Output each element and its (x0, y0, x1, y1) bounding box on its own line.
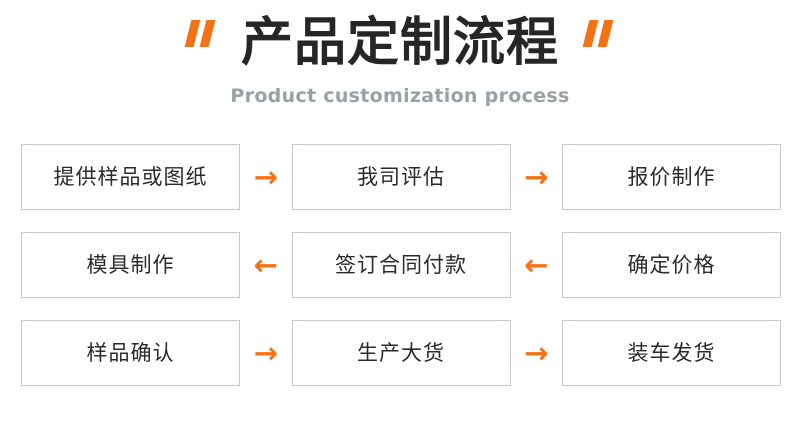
title-row: 产品定制流程 (0, 14, 800, 76)
arrow-right-icon: → (253, 159, 278, 194)
flow-row: 提供样品或图纸 → 我司评估 → 报价制作 (21, 144, 781, 210)
flow-row: 样品确认 → 生产大货 → 装车发货 (21, 320, 781, 386)
arrow-left-icon: ← (253, 247, 278, 282)
flow-step-box[interactable]: 装车发货 (562, 320, 781, 386)
flow-step-label: 确定价格 (627, 253, 716, 277)
arrow-right-icon: → (524, 159, 549, 194)
flow-step-box[interactable]: 签订合同付款 (291, 232, 511, 298)
flow-step-box[interactable]: 生产大货 (291, 320, 511, 386)
page-title: 产品定制流程 (240, 13, 559, 73)
flow-step-label: 装车发货 (627, 341, 716, 365)
flow-step-box[interactable]: 提供样品或图纸 (21, 144, 240, 210)
arrow-right-icon: → (253, 335, 278, 370)
flow-step-box[interactable]: 确定价格 (562, 232, 781, 298)
flow-step-box[interactable]: 我司评估 (291, 144, 511, 210)
flow-step-label: 我司评估 (357, 165, 445, 189)
flow-connector: ← (511, 232, 563, 298)
flow-step-label: 提供样品或图纸 (53, 165, 208, 189)
flow-step-label: 签订合同付款 (335, 253, 467, 277)
process-flow: 提供样品或图纸 → 我司评估 → 报价制作 模具制作 ← 签订合同付款 ← 确定… (21, 144, 781, 386)
flow-step-box[interactable]: 报价制作 (562, 144, 781, 210)
flow-connector: ← (240, 232, 292, 298)
quote-open-icon (179, 20, 223, 54)
arrow-right-icon: → (524, 335, 549, 370)
flow-step-label: 生产大货 (357, 341, 445, 365)
flow-connector: → (240, 320, 292, 386)
flow-step-label: 样品确认 (86, 341, 175, 365)
flow-connector: → (511, 320, 563, 386)
page-header: 产品定制流程 Product customization process (0, 0, 800, 128)
arrow-left-icon: ← (524, 247, 549, 282)
flow-connector: → (511, 144, 563, 210)
flow-step-box[interactable]: 模具制作 (21, 232, 240, 298)
page-subtitle: Product customization process (230, 85, 570, 107)
flow-step-label: 报价制作 (627, 165, 716, 189)
flow-step-box[interactable]: 样品确认 (21, 320, 240, 386)
flow-step-label: 模具制作 (86, 253, 175, 277)
flow-row: 模具制作 ← 签订合同付款 ← 确定价格 (21, 232, 781, 298)
quote-close-icon (577, 20, 621, 54)
flow-connector: → (240, 144, 292, 210)
